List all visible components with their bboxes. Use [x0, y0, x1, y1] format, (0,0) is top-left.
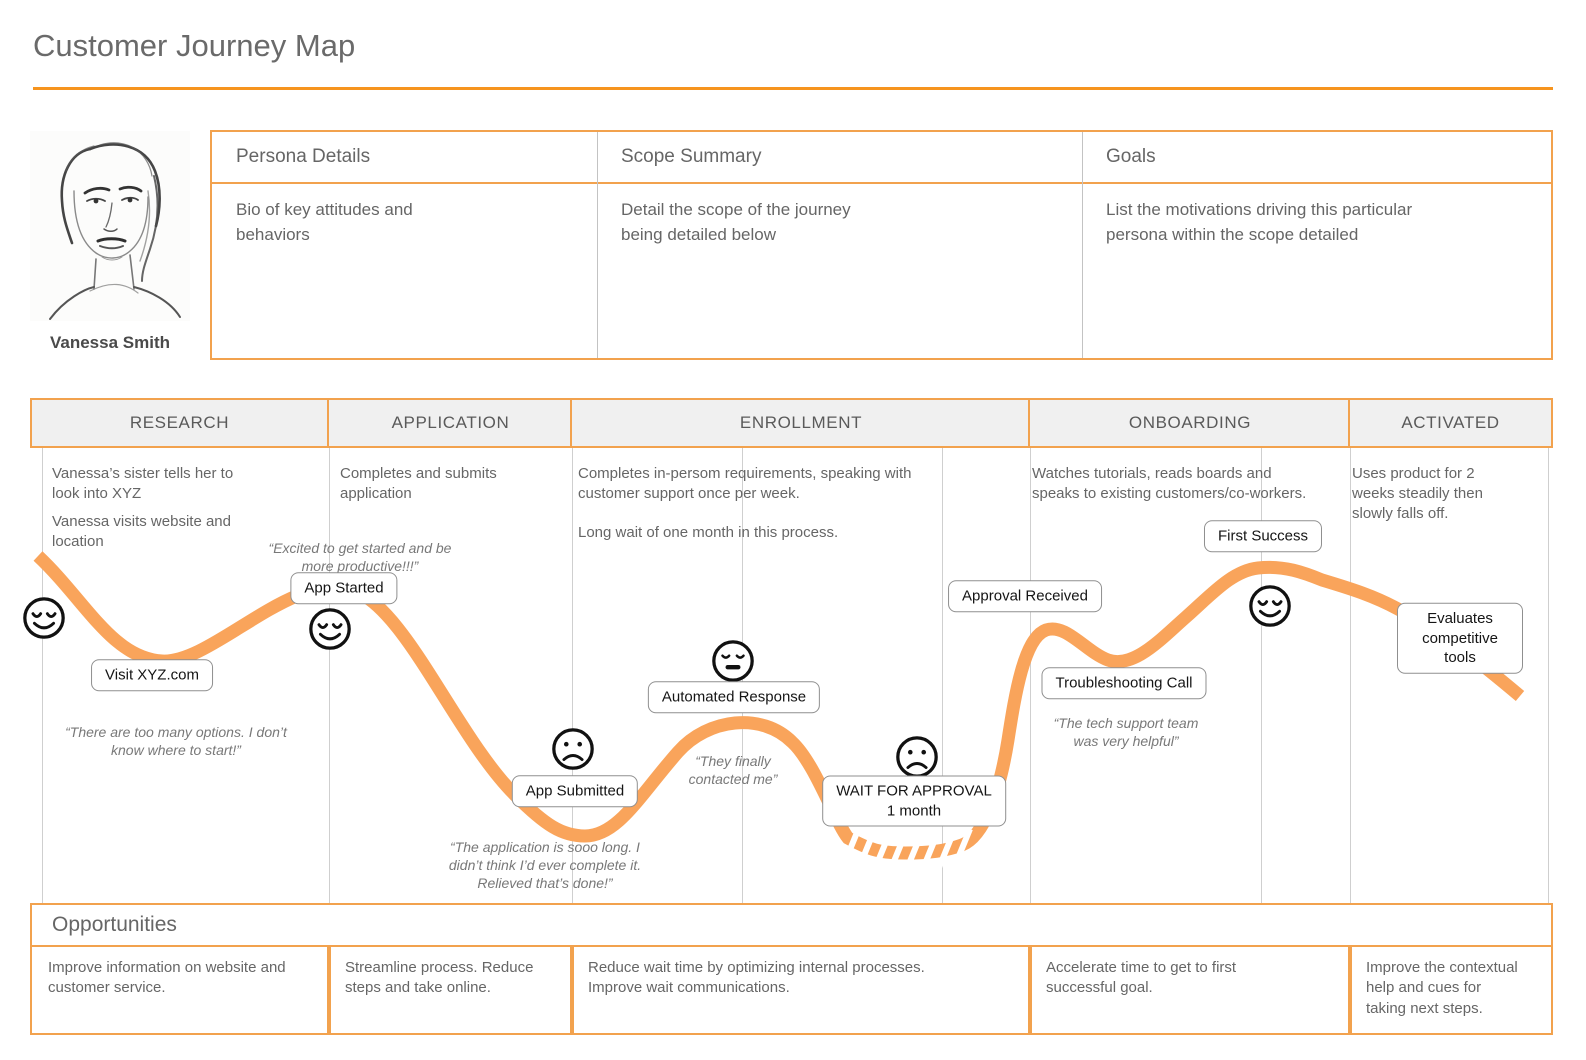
neutral-face-icon [712, 640, 754, 682]
touchpoint-approval-received: Approval Received [948, 580, 1102, 612]
note-research-1: Vanessa’s sister tells her to look into … [52, 465, 234, 502]
persona-column-divider [597, 132, 598, 358]
opportunity-activated: Improve the contextual help and cues for… [1348, 945, 1553, 1035]
stage-header-enrollment: ENROLLMENT [570, 398, 1032, 448]
touchpoint-wait-for-approval: WAIT FOR APPROVAL 1 month [822, 775, 1006, 827]
gridline [42, 448, 43, 903]
persona-column-divider [1082, 132, 1083, 358]
goals-body: List the motivations driving this partic… [1106, 200, 1413, 244]
gridline-application-enrollment [572, 448, 573, 903]
touchpoint-first-success: First Success [1203, 520, 1323, 552]
note-onboarding: Watches tutorials, reads boards and spea… [1032, 465, 1307, 502]
persona-table: Persona Details Scope Summary Goals Bio … [210, 130, 1553, 360]
touchpoint-troubleshooting-call: Troubleshooting Call [1041, 667, 1207, 699]
sad-face-icon [896, 736, 938, 778]
scope-summary-header: Scope Summary [621, 146, 762, 167]
note-activated: Uses product for 2 weeks steadily then s… [1352, 465, 1483, 522]
gridline-onboarding-activated [1350, 448, 1351, 903]
quote-tech-support: “The tech support team was very helpful” [1053, 715, 1199, 750]
scope-summary-body: Detail the scope of the journey being de… [621, 200, 851, 244]
title-underline [33, 87, 1553, 90]
happy-face-icon [1249, 585, 1291, 627]
gridline-research-application [329, 448, 330, 903]
stage-header-research: RESEARCH [30, 398, 329, 448]
happy-face-icon [23, 597, 65, 639]
opportunities-header: Opportunities [30, 903, 1553, 947]
gridline [1261, 448, 1262, 903]
wait-hatching [839, 827, 973, 873]
quote-too-many-options: “There are too many options. I don’t kno… [65, 724, 287, 759]
stage-header-activated: ACTIVATED [1348, 398, 1553, 448]
persona-name: Vanessa Smith [49, 333, 170, 352]
gridline [1548, 448, 1549, 903]
stage-header-application: APPLICATION [327, 398, 574, 448]
note-enrollment: Completes in-persom requirements, speaki… [578, 465, 912, 542]
note-research-2: Vanessa visits website and location [52, 513, 231, 550]
opportunity-application: Streamline process. Reduce steps and tak… [327, 945, 574, 1035]
touchpoint-app-submitted: App Submitted [511, 775, 639, 807]
quote-excited: “Excited to get started and be more prod… [268, 540, 452, 575]
quote-application-long: “The application is sooo long. I didn’t … [448, 839, 642, 892]
opportunity-onboarding: Accelerate time to get to first successf… [1028, 945, 1352, 1035]
persona-header-rule [212, 182, 1551, 184]
persona-details-header: Persona Details [236, 146, 371, 167]
page-title: Customer Journey Map [33, 28, 356, 63]
touchpoint-evaluates-tools: Evaluates competitive tools [1397, 602, 1523, 674]
gridline-enrollment-onboarding [1030, 448, 1031, 903]
persona-details-body: Bio of key attitudes and behaviors [236, 200, 413, 244]
touchpoint-app-started: App Started [290, 572, 398, 604]
goals-header: Goals [1106, 146, 1156, 167]
sad-face-icon [552, 728, 594, 770]
opportunity-research: Improve information on website and custo… [30, 945, 331, 1035]
touchpoint-visit-xyz: Visit XYZ.com [91, 659, 213, 691]
touchpoint-automated-response: Automated Response [647, 681, 821, 713]
persona-portrait-sketch [30, 131, 190, 321]
opportunity-enrollment: Reduce wait time by optimizing internal … [570, 945, 1032, 1035]
stage-header-onboarding: ONBOARDING [1028, 398, 1352, 448]
happy-face-icon [309, 608, 351, 650]
quote-finally-contacted: “They finally contacted me” [688, 753, 778, 788]
note-application: Completes and submits application [340, 465, 497, 502]
